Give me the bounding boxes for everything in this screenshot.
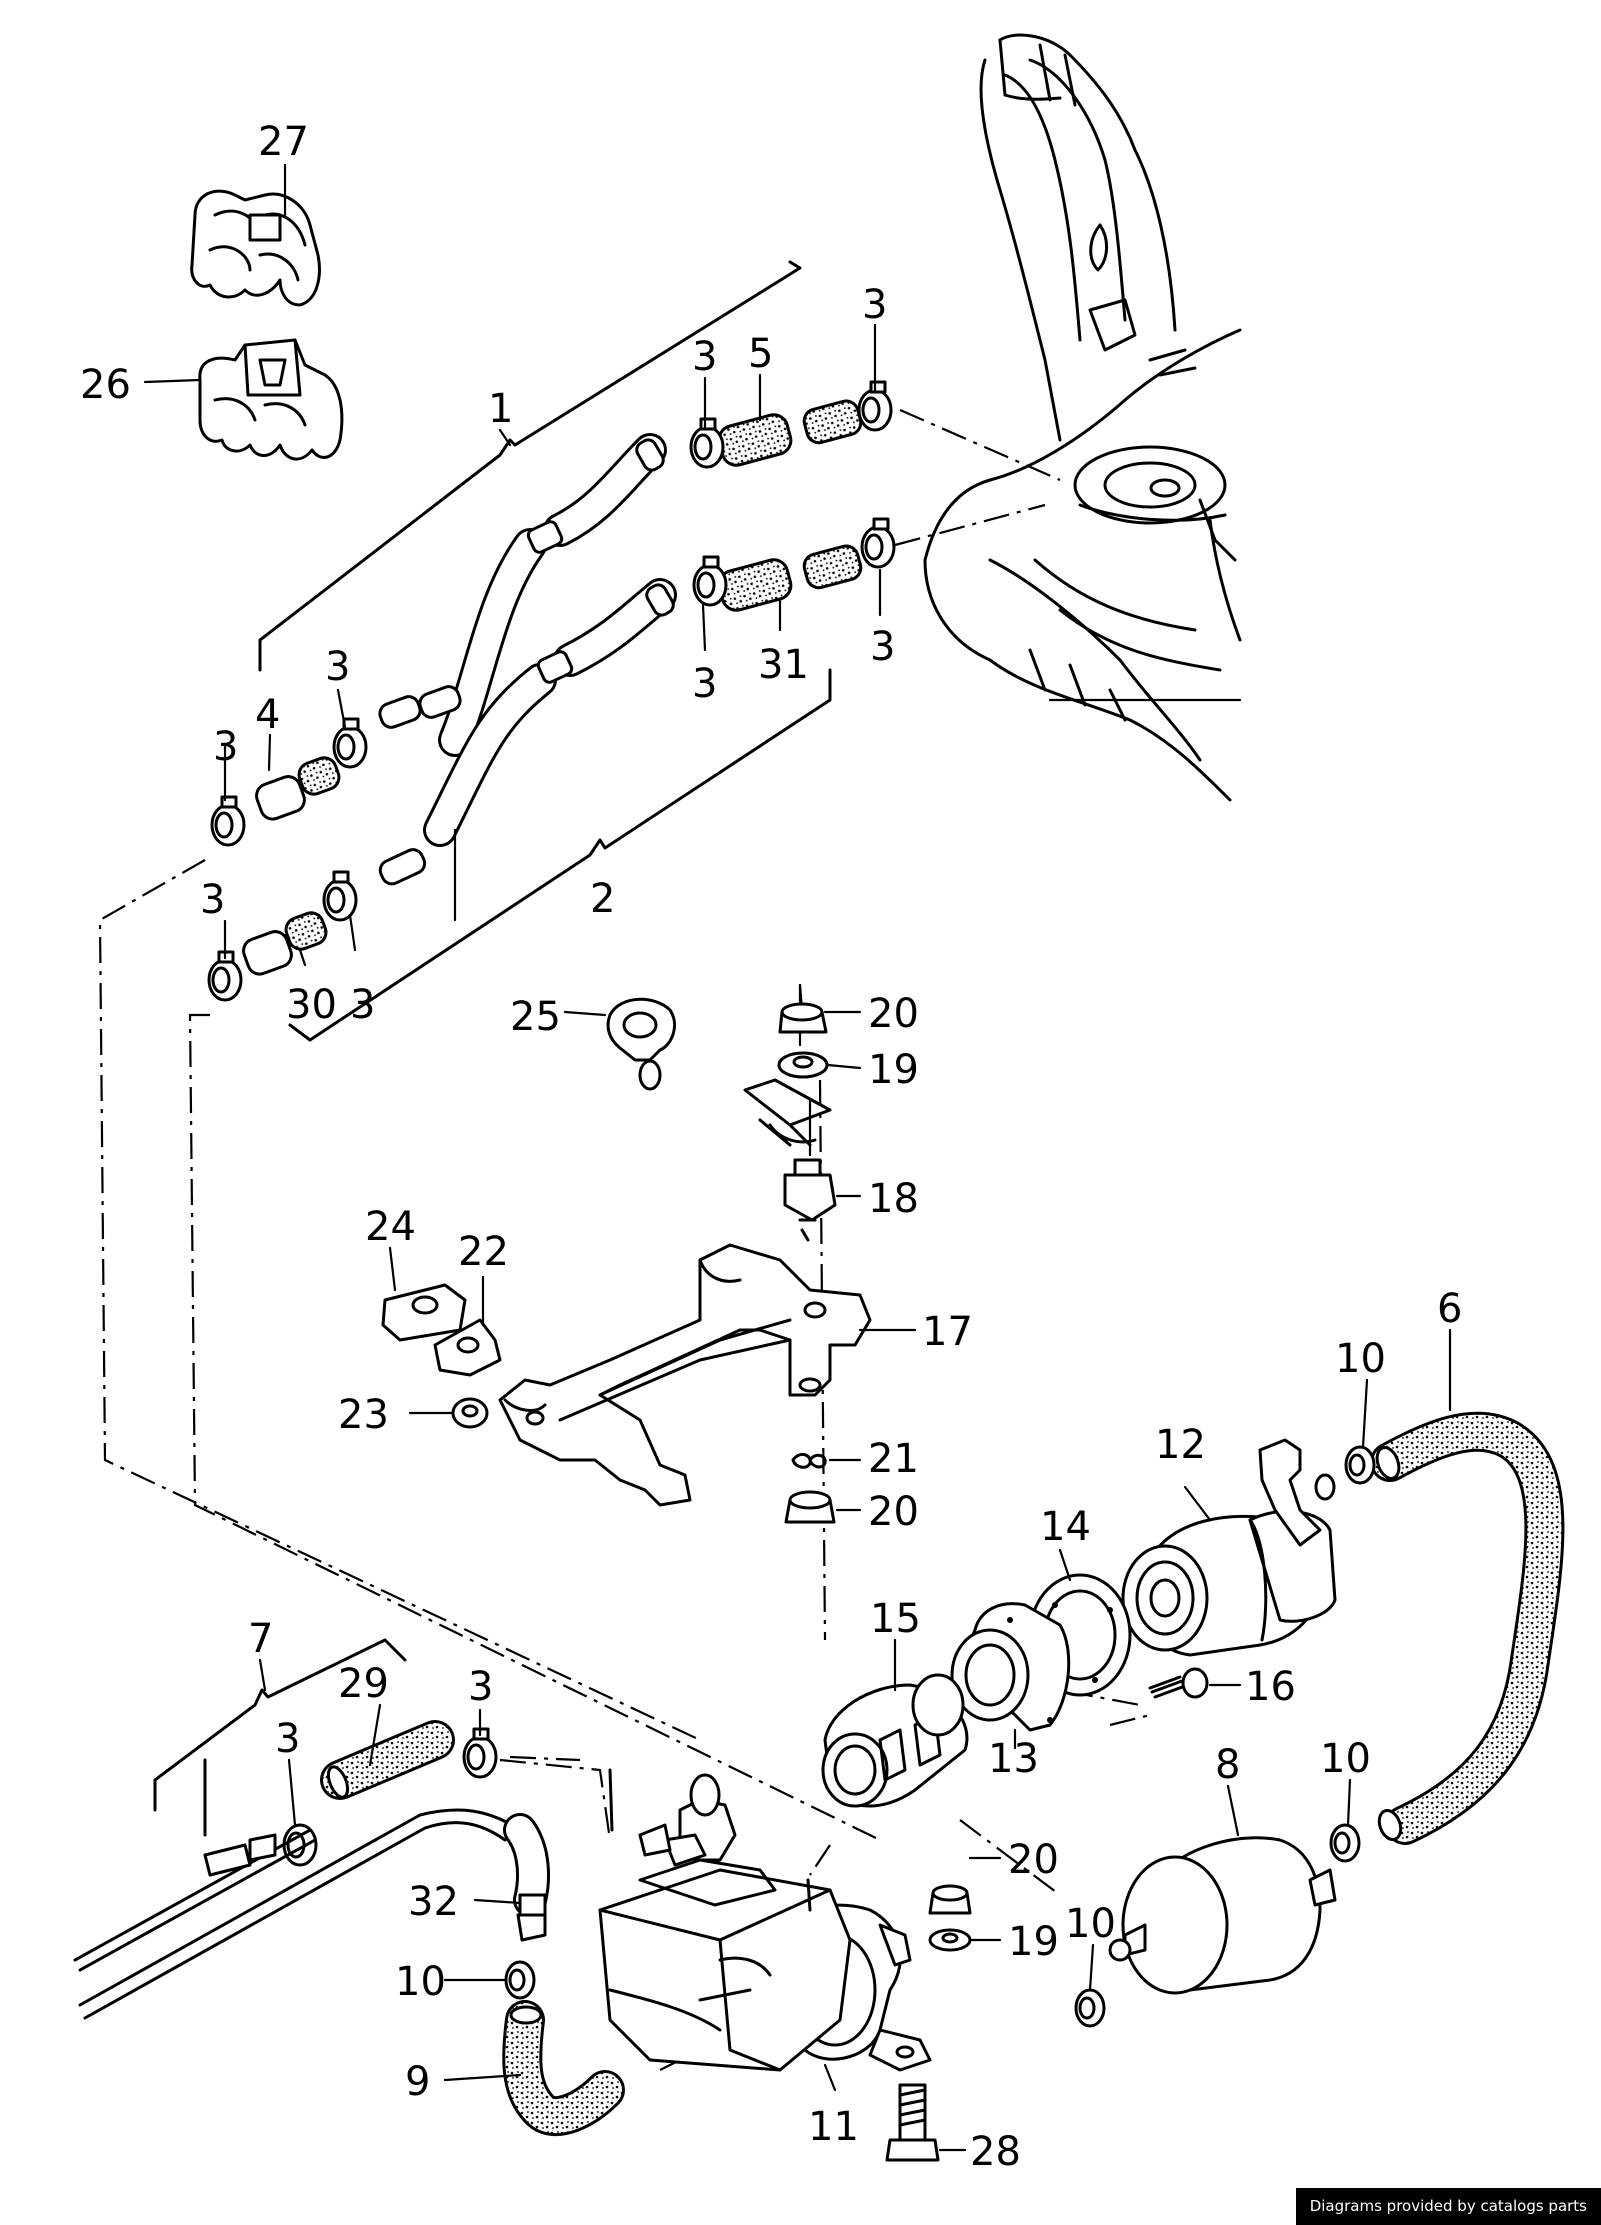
hose-clamps (207, 380, 896, 1867)
callout-19a: 19 (868, 1047, 919, 1093)
lower-hose-assembly (242, 544, 863, 976)
hose-29 (320, 1720, 455, 1800)
callout-12: 12 (1155, 1422, 1206, 1468)
callout-3a: 3 (692, 334, 717, 380)
callout-15: 15 (870, 1596, 921, 1642)
hose-9 (502, 2000, 625, 2137)
callout-25: 25 (510, 994, 561, 1040)
callout-3g: 3 (200, 877, 225, 923)
callout-4: 4 (255, 692, 280, 738)
fasteners-20-19-lower (928, 1884, 972, 1952)
group-bracket-1 (258, 260, 802, 672)
callout-31: 31 (758, 642, 809, 688)
leader-lines (143, 163, 1452, 2152)
callout-14: 14 (1040, 1504, 1091, 1550)
hose-clip-27 (190, 189, 321, 307)
fuel-pump-12 (1121, 1438, 1337, 1657)
callout-10c: 10 (1065, 1901, 1116, 1947)
callout-27: 27 (258, 119, 309, 165)
callout-32: 32 (408, 1879, 459, 1925)
lower-fasteners (784, 1452, 836, 1524)
callout-26: 26 (80, 362, 131, 408)
callout-5: 5 (748, 331, 773, 377)
callout-3c: 3 (692, 661, 717, 707)
upper-hose-assembly (255, 399, 863, 821)
callout-17: 17 (922, 1309, 973, 1355)
callout-19b: 19 (1008, 1919, 1059, 1965)
screw-16 (1148, 1667, 1209, 1699)
callout-3j: 3 (275, 1716, 300, 1762)
callout-20c: 20 (1008, 1837, 1059, 1883)
connector-unit-junction (509, 1755, 614, 1832)
fuel-hose-6 (1370, 1411, 1565, 1845)
callout-21: 21 (868, 1436, 919, 1482)
group-bracket-2 (288, 668, 832, 1042)
fuel-tank (923, 33, 1242, 802)
clamp-25 (606, 997, 676, 1091)
callout-3f: 3 (325, 644, 350, 690)
hose-clip-26 (198, 338, 344, 461)
callout-3e: 3 (213, 724, 238, 770)
callout-3b: 3 (862, 282, 887, 328)
callout-3d: 3 (870, 624, 895, 670)
callout-labels: 27 26 1 3 5 3 3 31 3 3 4 3 2 3 30 3 25 2… (80, 119, 1462, 2175)
callout-7: 7 (248, 1616, 273, 1662)
clip-22 (433, 1318, 502, 1377)
callout-30: 30 (286, 982, 337, 1028)
callout-11: 11 (808, 2104, 859, 2150)
callout-24: 24 (365, 1204, 416, 1250)
callout-3h: 3 (350, 982, 375, 1028)
assembly-lines (98, 408, 1151, 2071)
callout-20a: 20 (868, 991, 919, 1037)
callout-8: 8 (1215, 1742, 1240, 1788)
callout-20b: 20 (868, 1489, 919, 1535)
callout-29: 29 (338, 1661, 389, 1707)
bolt-28 (885, 2083, 940, 2162)
callout-22: 22 (458, 1229, 509, 1275)
callout-9: 9 (405, 2059, 430, 2105)
callout-16: 16 (1245, 1664, 1296, 1710)
callout-28: 28 (970, 2129, 1021, 2175)
callout-6: 6 (1437, 1286, 1462, 1332)
mounting-bracket-17 (498, 1243, 872, 1507)
clamps-10 (504, 1445, 1376, 2028)
grommet-23 (451, 1397, 489, 1429)
diagram-credit: Diagrams provided by catalogs parts (1295, 2188, 1601, 2225)
callout-10b: 10 (1320, 1736, 1371, 1782)
callout-13: 13 (988, 1736, 1039, 1782)
callout-1: 1 (488, 386, 513, 432)
callout-18: 18 (868, 1176, 919, 1222)
callout-10a: 10 (1335, 1336, 1386, 1382)
filter-basket-15 (821, 1673, 969, 1808)
fuel-accumulator-unit (598, 1773, 852, 2072)
fuel-line-pipes (73, 1758, 550, 2020)
fuel-filter-8 (1108, 1836, 1337, 1995)
callout-2: 2 (590, 876, 615, 922)
pump-housing-13 (950, 1602, 1071, 1732)
upper-fasteners (743, 983, 837, 1242)
callout-23: 23 (338, 1392, 389, 1438)
callout-10d: 10 (395, 1959, 446, 2005)
clip-24 (381, 1283, 467, 1342)
callout-3i: 3 (468, 1664, 493, 1710)
bracket-7 (153, 1638, 407, 1812)
